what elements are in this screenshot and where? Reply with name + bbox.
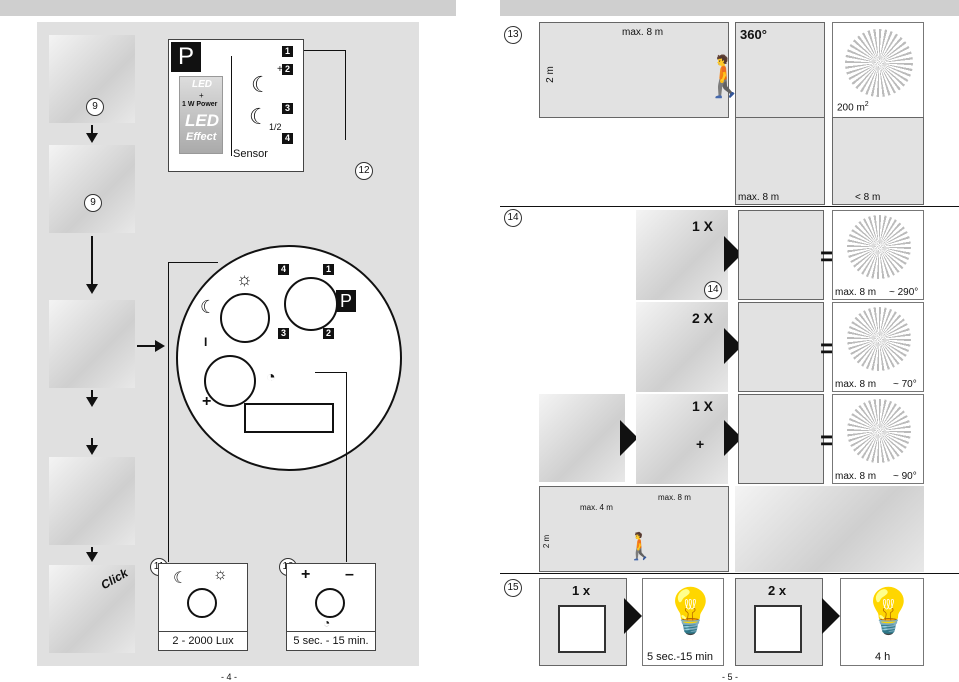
arrow-line [91,438,93,446]
moon-half-icon: ☾ [249,104,269,129]
sensor-photo-2 [49,145,135,233]
detection-burst [845,29,913,97]
led-badge: LED + 1 W Power LED Effect [179,76,223,154]
lens-sensor-2: 2 X [636,302,728,392]
down-arrow-icon [86,552,98,562]
section-divider [500,573,959,574]
section-divider [500,206,959,207]
bulb-panel-2: 💡 4 h [840,578,924,666]
arrow-line [91,547,93,553]
step12-marker: 12 [355,162,373,180]
ceiling-360-view: 360° [735,22,825,118]
equals-sign: = [820,333,836,363]
step9-marker-a: 9 [86,98,104,116]
down-arrow-icon [86,445,98,455]
moon-icon: ☾ [173,570,188,587]
time-knob[interactable] [204,355,256,407]
equals-sign: = [820,425,836,455]
dial-num-3: 3 [278,328,289,339]
sensor-photo-3 [49,300,135,388]
sun-icon: ☼ [236,269,253,289]
detection-side-view: max. 8 m 2 m 🚶 [539,22,750,118]
dial-num-2: 2 [323,328,334,339]
time-leader-line [315,372,347,562]
right-arrow-icon [155,340,165,352]
area-label: 200 m2 [837,101,869,114]
sun-icon: ☼ [213,566,228,583]
arrow-line [91,236,93,286]
arrow-right-icon [624,598,642,634]
num-box-3: 3 [282,103,293,114]
lux-range-label: 2 - 2000 Lux [158,631,248,651]
arrow-right-icon [724,328,742,364]
dial-leader-line [168,262,218,562]
time-range-label: 5 sec. - 15 min. [286,631,376,651]
lux-knob[interactable] [220,293,270,343]
time-knob-small [315,588,345,618]
step14-marker: 14 [504,209,522,227]
step13-marker: 13 [504,26,522,44]
range-290: max. 8 m ~ 290° [832,210,924,300]
dial-p-label: P [336,290,356,312]
hand-lens-photo [539,394,625,482]
down-arrow-icon [86,397,98,407]
bulb-panel-1: 💡 5 sec.-15 min [642,578,724,666]
equals-sign: = [820,241,836,271]
person-icon: 🚶 [624,531,657,561]
light-bulb-icon: 💡 [663,587,718,636]
lux-knob-small [187,588,217,618]
program-box: P LED + 1 W Power LED Effect + 1/2 Senso… [168,39,304,172]
dial-window [244,403,334,433]
clock-icon: ◔ [266,369,276,386]
left-page-header [0,0,456,16]
program-letter: P [171,42,201,72]
range-adjust-photo [735,486,924,572]
dial-num-1: 1 [323,264,334,275]
range-360-view: 200 m2 [832,22,924,118]
sensor-photo-5 [49,565,135,653]
right-page-header [500,0,959,16]
connector-lines [304,50,346,140]
lens-sensor-3: 1 X + [636,394,728,484]
wall-switch-icon [754,605,802,653]
arrow-line [91,125,93,135]
down-arrow-icon [86,133,98,143]
arrow-right-icon [724,236,742,272]
lens-pattern-2 [738,302,824,392]
page-number-right: - 5 - [722,672,739,682]
arrow-line [91,390,93,398]
moon-icon: ☾ [200,297,217,317]
arrow-right-icon [822,598,840,634]
light-bulb-icon: 💡 [861,587,916,636]
moon-arrow-icon: ☾ [251,72,271,97]
page-number-left: - 4 - [221,672,238,682]
step15-marker: 15 [504,579,522,597]
lens-pattern-3 [738,394,824,484]
step14-inline-marker: 14 [704,281,722,299]
down-arrow-icon [86,284,98,294]
house-tangential-view: < 8 m [832,117,924,205]
bracket-line [231,56,233,156]
sensor-photo-4 [49,457,135,545]
range-70: max. 8 m ~ 70° [832,302,924,392]
step9-marker-b: 9 [84,194,102,212]
dial-circle: ☼ ☾ ◔ I + [176,245,402,471]
right-arrow-line [137,345,157,347]
wall-switch-icon [558,605,606,653]
range-setting-side-view: max. 4 m max. 8 m 2 m 🚶 [539,486,729,572]
num-box-2: 2 [282,64,293,75]
switch-press-once: 1 x [539,578,627,666]
switch-press-twice: 2 x [735,578,823,666]
house-approach-view: max. 8 m [735,117,825,205]
lens-pattern-1 [738,210,824,300]
range-90: max. 8 m ~ 90° [832,394,924,484]
dial-num-4: 4 [278,264,289,275]
clock-icon: ◔ [323,616,331,630]
arrow-right-icon [724,420,742,456]
num-box-4: 4 [282,133,293,144]
arrow-right-icon [620,420,638,456]
num-box-1: 1 [282,46,293,57]
program-knob[interactable] [284,277,338,331]
